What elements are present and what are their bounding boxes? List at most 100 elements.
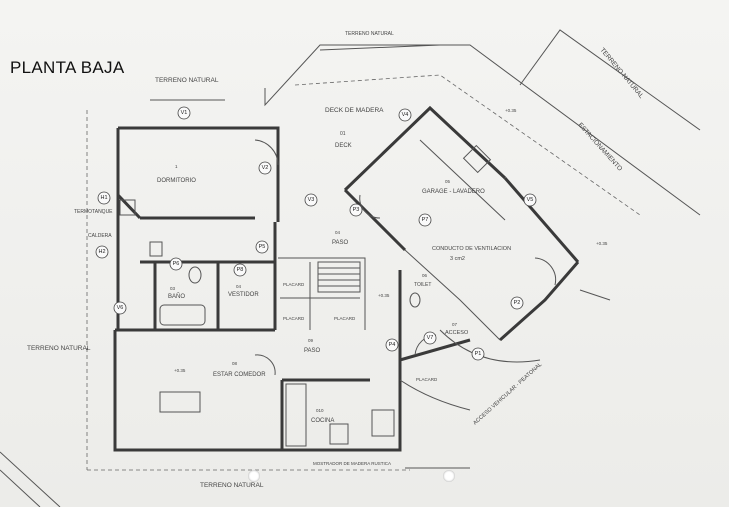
room-num-paso2: 09 xyxy=(308,338,314,343)
terrain-corner-left xyxy=(0,451,61,507)
level-mark-4: +0.35 xyxy=(505,108,517,113)
svg-text:P8: P8 xyxy=(237,267,244,273)
punch-hole-left xyxy=(248,470,260,482)
kitchen-stove xyxy=(329,423,349,445)
tag-p2: P2 xyxy=(510,296,524,310)
level-mark-3: +0.35 xyxy=(596,241,608,246)
label-paso-1: PASO xyxy=(332,240,349,246)
door-swing-deck xyxy=(359,194,381,219)
room-num-vestidor: 04 xyxy=(236,284,242,289)
svg-text:P2: P2 xyxy=(514,300,521,306)
tag-v5: V5 xyxy=(523,193,537,207)
room-num-estar: 08 xyxy=(232,361,238,366)
label-vestidor: VESTIDOR xyxy=(228,292,259,298)
toilet-fixture xyxy=(188,266,202,284)
svg-text:P5: P5 xyxy=(259,244,266,250)
punch-hole-right xyxy=(443,470,455,482)
tag-v7: V7 xyxy=(423,331,437,345)
level-mark-1: +0.35 xyxy=(378,293,390,298)
svg-text:V6: V6 xyxy=(117,305,124,311)
wall-placard-block xyxy=(278,257,366,330)
label-placard-4: PLACARD xyxy=(416,377,438,382)
tag-p7: P7 xyxy=(418,213,432,227)
svg-text:P4: P4 xyxy=(389,342,396,348)
label-placard-2: PLACARD xyxy=(283,316,305,321)
termotanque xyxy=(119,199,136,216)
room-num-deck: 01 xyxy=(340,131,346,137)
wall-garage-south xyxy=(499,261,580,342)
label-deck: DECK xyxy=(335,143,352,149)
room-num-cocina: 010 xyxy=(316,408,324,413)
label-caldera: CALDERA xyxy=(88,233,112,239)
svg-text:P6: P6 xyxy=(173,261,180,267)
room-num-dormitorio: 1 xyxy=(175,164,178,169)
svg-text:V4: V4 xyxy=(402,112,409,118)
tag-h2: H2 xyxy=(95,245,109,259)
access-curve-2 xyxy=(439,329,541,363)
label-garage-lavadero: GARAGE - LAVADERO xyxy=(422,189,485,195)
label-estar-comedor: ESTAR COMEDOR xyxy=(213,372,266,378)
label-terreno-natural-bottom: TERRENO NATURAL xyxy=(200,482,264,489)
tag-p8: P8 xyxy=(233,263,247,277)
site-boundary-right xyxy=(519,29,701,131)
label-mostrador: MOSTRADOR DE MADERA RUSTICA xyxy=(313,461,391,466)
svg-text:V5: V5 xyxy=(527,197,534,203)
label-acceso-vehicular: ACCESO VEHICULAR - PEATONAL xyxy=(472,362,543,427)
bathtub xyxy=(159,304,206,326)
svg-text:V3: V3 xyxy=(308,197,315,203)
kitchen-counter-left xyxy=(285,383,307,447)
door-swing-estar xyxy=(254,354,276,376)
label-dormitorio: DORMITORIO xyxy=(157,178,196,184)
svg-text:V7: V7 xyxy=(427,335,434,341)
svg-text:H2: H2 xyxy=(98,249,105,255)
wall-garage-north xyxy=(343,105,507,192)
wall-toilet-line xyxy=(404,249,501,341)
kitchen-counter-right xyxy=(371,409,395,437)
label-conducto-ventilacion: CONDUCTO DE VENTILACION xyxy=(432,246,511,252)
svg-text:P1: P1 xyxy=(475,351,482,357)
page-title: PLANTA BAJA xyxy=(10,58,125,77)
svg-text:P3: P3 xyxy=(353,207,360,213)
tag-v2: V2 xyxy=(258,161,272,175)
room-num-garage: 05 xyxy=(445,179,451,184)
svg-text:V1: V1 xyxy=(181,110,188,116)
label-deck-de-madera: DECK DE MADERA xyxy=(325,107,384,114)
label-terreno-natural-right: TERRENO NATURAL xyxy=(598,47,644,100)
svg-text:V2: V2 xyxy=(262,165,269,171)
label-estacionamiento: ESTACIONAMIENTO xyxy=(577,122,624,173)
stair-block xyxy=(317,261,361,293)
label-placard-3: PLACARD xyxy=(334,316,356,321)
wall-estar-outer xyxy=(113,330,282,452)
wall-dormitorio-left xyxy=(116,128,142,220)
deck-dashed-outline xyxy=(294,74,641,216)
door-swing-garage xyxy=(534,257,557,286)
label-termotanque: TERMOTANQUE xyxy=(74,209,113,215)
tag-v6: V6 xyxy=(113,301,127,315)
label-terreno-natural-top: TERRENO NATURAL xyxy=(155,77,219,84)
label-conducto-ventilacion-value: 3 cm2 xyxy=(450,256,465,262)
garage-inner-line xyxy=(419,139,506,221)
label-terreno-natural-top-right: TERRENO NATURAL xyxy=(345,31,394,37)
terrain-corner-left-2 xyxy=(0,469,41,507)
label-acceso: ACCESO xyxy=(445,330,469,336)
room-num-toilet: 06 xyxy=(422,273,428,278)
label-cocina: COCINA xyxy=(311,418,334,424)
garage-sink xyxy=(462,144,492,174)
label-bano: BAÑO xyxy=(168,293,185,300)
tag-v1: V1 xyxy=(177,106,191,120)
wall-toilet-acceso xyxy=(398,270,471,362)
label-terreno-natural-left: TERRENO NATURAL xyxy=(27,345,91,352)
access-line xyxy=(579,289,611,301)
tag-v3: V3 xyxy=(304,193,318,207)
toilet-fixture-2 xyxy=(409,292,421,308)
dimension-line-top-right xyxy=(319,44,441,51)
svg-text:P7: P7 xyxy=(422,217,429,223)
access-curve xyxy=(399,379,471,411)
tag-p6: P6 xyxy=(169,257,183,271)
washbasin xyxy=(149,241,163,257)
table xyxy=(159,391,201,413)
svg-text:H1: H1 xyxy=(100,195,107,201)
label-placard-1: PLACARD xyxy=(283,282,305,287)
wall-cocina-outer xyxy=(282,360,402,452)
